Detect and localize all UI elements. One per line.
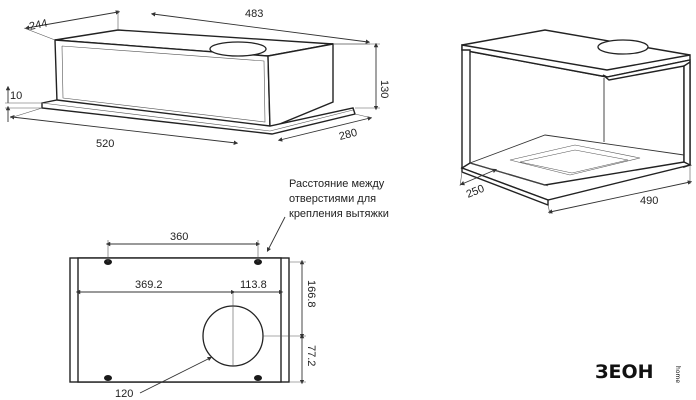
dim-hole-spacing: 360: [170, 231, 188, 243]
dim-duct-diameter: 120: [115, 388, 133, 400]
front-view: 244 483 130 10 520 280: [5, 8, 390, 150]
brand-logo: ЗЕОН home: [595, 361, 681, 383]
hood-bottom-plate: [41, 99, 356, 135]
mount-hole-br: [254, 375, 262, 381]
hood-side-face: [267, 43, 334, 130]
dim-top-offset: 166.8: [305, 280, 317, 308]
dim-duct-offset: 113.8: [240, 279, 267, 291]
note-line-2: отверстиями для: [289, 193, 376, 205]
brand-sub: home: [674, 366, 681, 383]
dim-height: 130: [378, 80, 390, 98]
plan-view: 360 369.2 113.8 166.8 77.2 120: [69, 231, 317, 400]
dim-width-top: 483: [245, 8, 263, 20]
note-line-1: Расстояние между: [289, 178, 385, 190]
dim-iso-width: 490: [640, 195, 658, 207]
dim-depth-top: 244: [28, 17, 48, 33]
iso-view: 250 490: [459, 29, 693, 215]
dim-iso-depth: 250: [465, 183, 487, 201]
cabinet-left: [461, 49, 471, 170]
dim-bottom-offset: 77.2: [305, 345, 317, 366]
dim-offset-x: 369.2: [135, 279, 163, 291]
dim-width-bottom: 520: [96, 138, 114, 150]
note-line-3: крепления вытяжки: [289, 208, 389, 220]
mounting-note: Расстояние между отверстиями для креплен…: [266, 178, 389, 253]
mount-hole-bl: [104, 375, 112, 381]
duct-opening: [209, 41, 267, 57]
brand-wordmark: ЗЕОН: [595, 361, 654, 383]
dim-flange: 10: [10, 90, 22, 102]
dim-depth-bottom: 280: [338, 127, 359, 143]
cabinet-duct-opening: [597, 39, 649, 55]
